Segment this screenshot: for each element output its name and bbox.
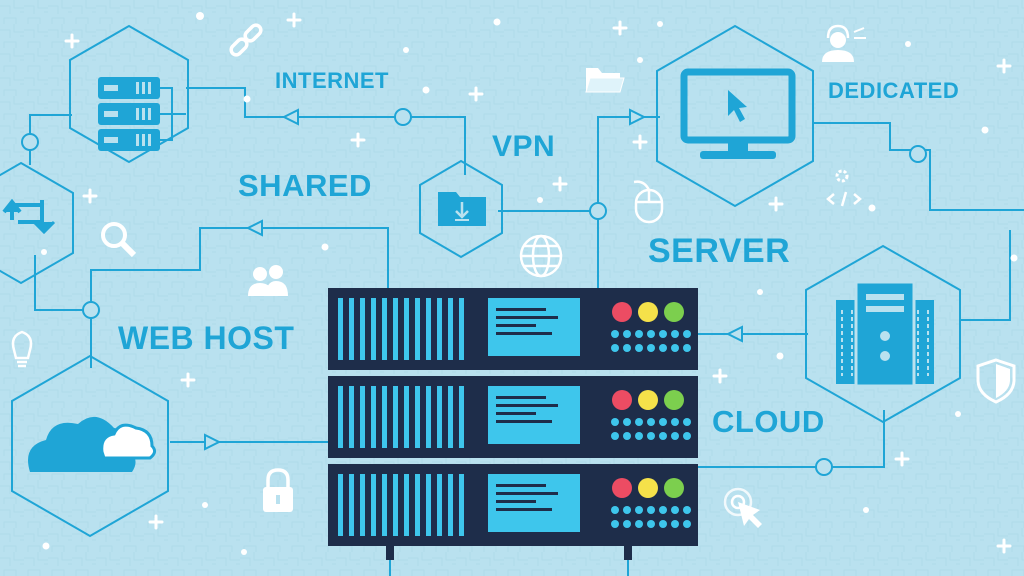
tower-server-icon xyxy=(836,280,934,388)
support-agent-icon xyxy=(822,24,866,62)
arrow-tower xyxy=(725,325,743,343)
connector-nodes xyxy=(21,108,927,476)
node-dedicated xyxy=(909,145,927,163)
click-pointer-icon xyxy=(723,487,762,528)
connector-right-side xyxy=(960,230,1011,321)
server-stack-icon xyxy=(98,77,186,151)
decorative-dots xyxy=(41,12,1018,555)
connector-cloud-label xyxy=(697,410,885,468)
label-vpn: VPN xyxy=(492,130,556,163)
hexagon-monitor xyxy=(656,24,814,208)
label-shared: SHARED xyxy=(238,168,372,203)
label-web-host: WEB HOST xyxy=(118,320,295,356)
arrow-cloud xyxy=(204,433,222,451)
hexagon-download xyxy=(419,159,503,259)
label-server: SERVER xyxy=(648,232,791,270)
label-dedicated: DEDICATED xyxy=(828,78,960,103)
shield-icon xyxy=(976,358,1016,404)
label-cloud: CLOUD xyxy=(712,404,825,439)
lightbulb-icon xyxy=(11,330,33,368)
padlock-icon xyxy=(263,468,293,512)
arrow-internet xyxy=(281,108,299,126)
connector-webhost-link xyxy=(34,255,91,311)
code-gear-icon xyxy=(826,169,862,207)
label-internet: INTERNET xyxy=(275,68,389,93)
connector-internet xyxy=(186,87,395,118)
sync-arrows-icon xyxy=(2,198,56,235)
arrow-dedicated xyxy=(629,108,647,126)
node-webhost xyxy=(82,301,100,319)
node-internet xyxy=(394,108,412,126)
globe-icon xyxy=(519,234,563,278)
server-unit-3 xyxy=(328,464,698,546)
folder-icon xyxy=(585,68,625,93)
users-icon xyxy=(248,265,288,296)
download-folder-icon xyxy=(438,192,486,226)
hexagon-tower xyxy=(805,244,961,424)
cloud-icon xyxy=(28,416,157,472)
arrow-shared xyxy=(245,219,263,237)
hexagons xyxy=(0,24,961,538)
flow-arrows xyxy=(204,108,743,451)
chain-link-icon xyxy=(229,23,263,57)
node-left xyxy=(21,133,39,151)
server-rack xyxy=(328,288,698,560)
connector-shared xyxy=(90,227,389,310)
connector-vpn-top xyxy=(410,116,466,175)
decorative-plus-signs xyxy=(64,12,1012,554)
magnifier-icon xyxy=(101,222,137,258)
server-unit-1 xyxy=(328,288,698,370)
hexagon-server-stack xyxy=(69,24,189,164)
hexagon-sync xyxy=(0,161,74,285)
node-cloud xyxy=(815,458,833,476)
mouse-icon xyxy=(633,180,664,224)
node-vpn xyxy=(589,202,607,220)
hexagon-cloud xyxy=(11,354,169,538)
monitor-cursor-icon xyxy=(680,68,796,159)
server-unit-2 xyxy=(328,376,698,458)
